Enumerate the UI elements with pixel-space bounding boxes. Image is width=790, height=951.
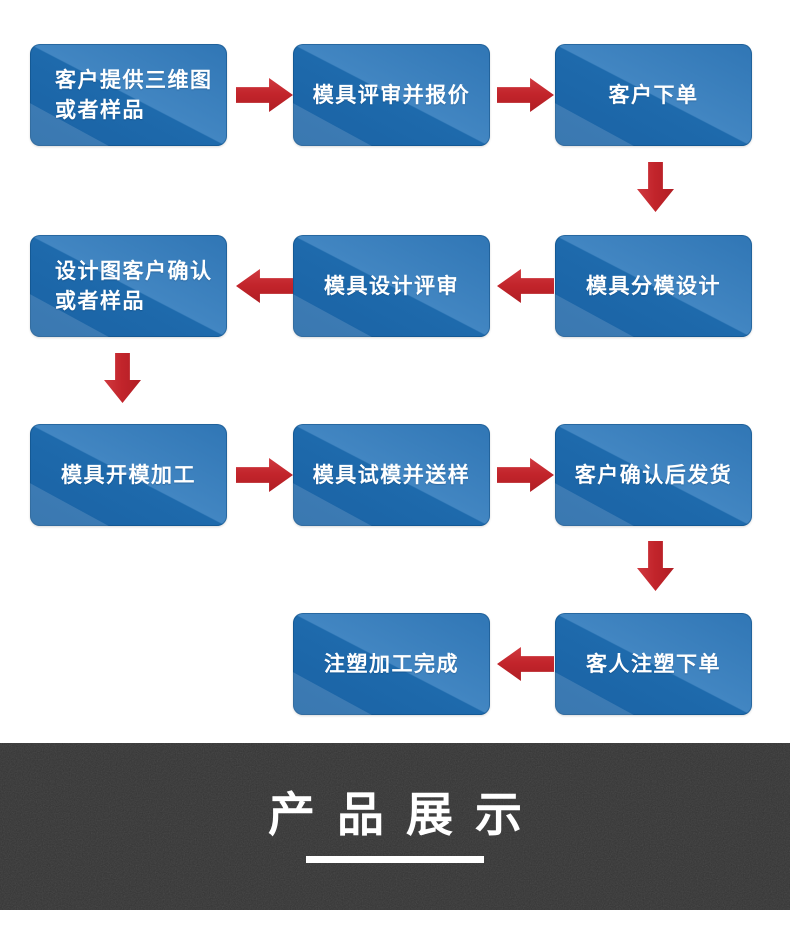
- arrow-right-icon: [236, 458, 293, 492]
- flow-step-label: 模具分模设计: [586, 273, 721, 298]
- arrow-left-icon: [497, 647, 554, 681]
- flow-step-label: 模具试模并送样: [312, 462, 471, 487]
- flow-step-label: 模具开模加工: [61, 462, 196, 487]
- arrow-right-icon: [236, 78, 293, 112]
- flow-step-customer-provides-3d: 客户提供三维图 或者样品: [30, 44, 227, 146]
- flow-step-mold-parting-design: 模具分模设计: [555, 235, 752, 337]
- flow-step-design-confirmation: 设计图客户确认 或者样品: [30, 235, 227, 337]
- arrow-right-icon: [497, 78, 554, 112]
- title-underline: [306, 856, 484, 864]
- arrow-left-icon: [236, 269, 293, 303]
- flow-step-label: 模具设计评审: [324, 273, 459, 298]
- arrow-left-icon: [497, 269, 554, 303]
- flow-step-customer-order: 客户下单: [555, 44, 752, 146]
- flow-step-injection-complete: 注塑加工完成: [293, 613, 490, 715]
- flow-step-injection-order: 客人注塑下单: [555, 613, 752, 715]
- flow-step-mold-trial-sample: 模具试模并送样: [293, 424, 490, 526]
- arrow-down-icon: [637, 541, 674, 591]
- flow-step-label: 客人注塑下单: [586, 651, 721, 676]
- arrow-down-icon: [104, 353, 141, 403]
- flow-step-label: 注塑加工完成: [324, 651, 459, 676]
- section-title: 产品展示: [268, 787, 544, 843]
- arrow-right-icon: [497, 458, 554, 492]
- flow-step-label: 设计图客户确认 或者样品: [55, 258, 213, 313]
- flow-step-label: 客户下单: [608, 82, 699, 107]
- flow-step-label: 客户确认后发货: [574, 462, 733, 487]
- section-banner: 产品展示: [0, 743, 790, 910]
- flow-step-mold-machining: 模具开模加工: [30, 424, 227, 526]
- noise-texture: [0, 743, 790, 910]
- flow-step-mold-review-quote: 模具评审并报价: [293, 44, 490, 146]
- flow-step-mold-design-review: 模具设计评审: [293, 235, 490, 337]
- flow-step-ship-after-confirmation: 客户确认后发货: [555, 424, 752, 526]
- flow-step-label: 模具评审并报价: [312, 82, 471, 107]
- flow-step-label: 客户提供三维图 或者样品: [55, 67, 213, 122]
- arrow-down-icon: [637, 162, 674, 212]
